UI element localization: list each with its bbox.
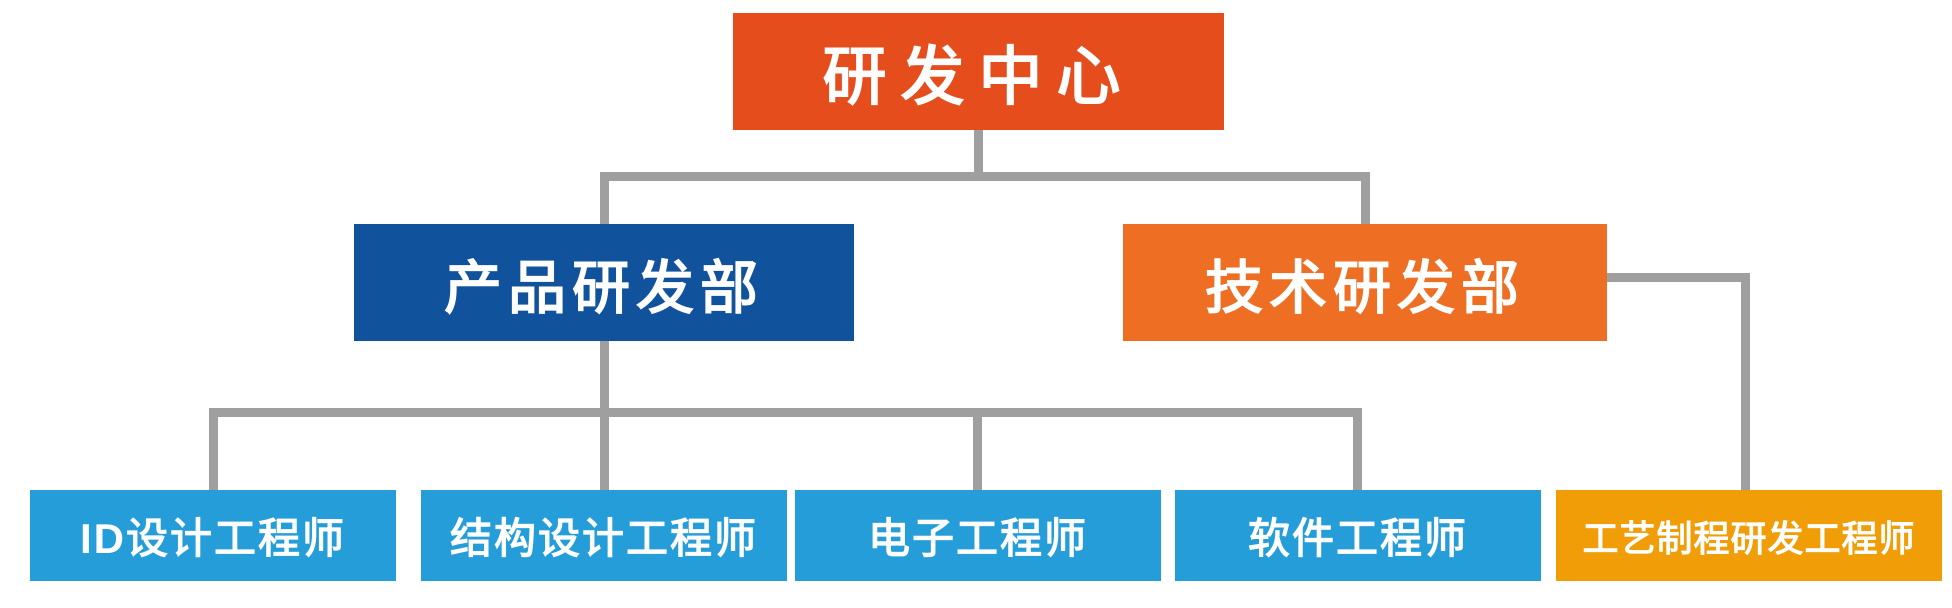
- org-node-electronics-engineer: 电子工程师: [795, 490, 1161, 581]
- org-node-process-engineer: 工艺制程研发工程师: [1556, 490, 1942, 581]
- connector-drop-id-design: [209, 408, 218, 492]
- org-node-id-design-engineer: ID设计工程师: [30, 490, 396, 581]
- connector-drop-process: [1741, 273, 1750, 492]
- connector-drop-tech-dept: [1361, 172, 1370, 226]
- connector-tech-dept-side: [1603, 273, 1750, 282]
- connector-drop-product-dept: [600, 172, 609, 226]
- org-node-tech-dept: 技术研发部: [1123, 224, 1607, 341]
- connector-root-stub: [974, 129, 983, 181]
- org-node-rd-center: 研发中心: [733, 13, 1224, 130]
- org-node-structural-design-engineer: 结构设计工程师: [421, 490, 787, 581]
- connector-drop-software: [1353, 408, 1362, 492]
- org-node-software-engineer: 软件工程师: [1175, 490, 1541, 581]
- connector-level2-horizontal: [600, 172, 1370, 181]
- connector-level3-horizontal: [209, 408, 1362, 417]
- org-node-product-dept: 产品研发部: [354, 224, 854, 341]
- connector-drop-electronics: [973, 408, 982, 492]
